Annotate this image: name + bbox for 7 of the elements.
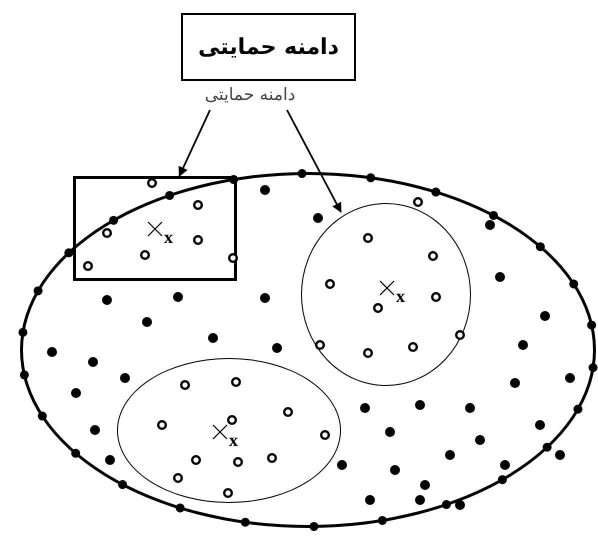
arrow bbox=[286, 110, 342, 213]
point-label: x bbox=[229, 431, 238, 449]
arrow bbox=[178, 110, 211, 177]
title-box: دامنه حمایتی bbox=[181, 13, 356, 81]
point-label: x bbox=[164, 228, 173, 246]
annotation-text: دامنه حمایتی bbox=[180, 82, 320, 110]
point-label: x bbox=[396, 287, 405, 305]
